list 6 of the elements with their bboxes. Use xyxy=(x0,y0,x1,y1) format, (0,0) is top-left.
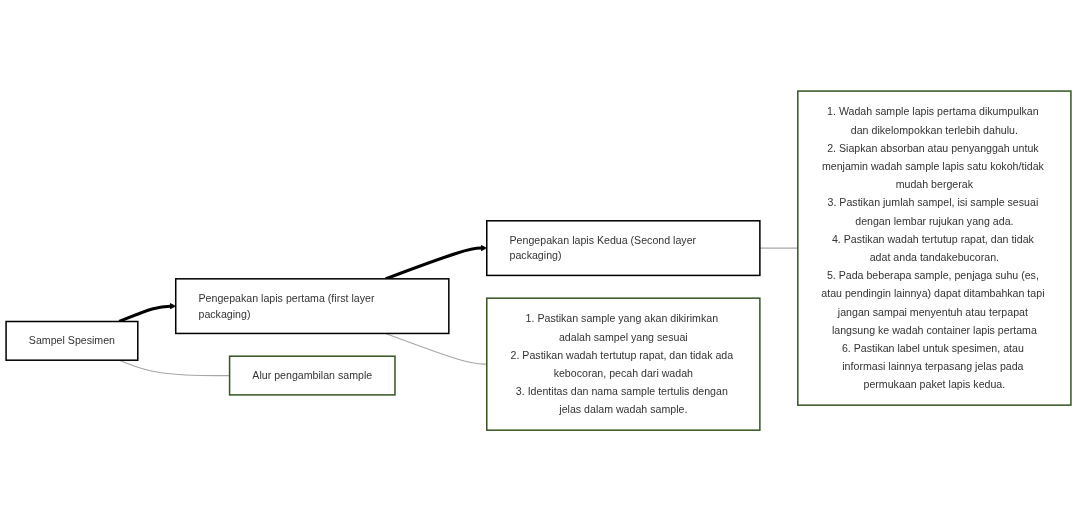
node-box: 1. Pastikan sample yang akan dikirimkan adalah sampel yang sesuai 2. Pastikan wadah tertutup rapat, dan tidak ada kebocoran, pecah dari wadah 3. Identitas dan nama sample tertulis dengan jelas dalam wadah sample. xyxy=(486,297,761,432)
node-box: Pengepakan lapis Kedua (Second layer packaging) xyxy=(486,220,761,277)
node-box: 1. Wadah sample lapis pertama dikumpulkan dan dikelompokkan terlebih dahulu. 2. Siapkan absorban atau penyanggah untuk menjamin wadah sample lapis satu kokoh/tidak mudah bergerak 3. Pastikan jumlah sampel, isi sample sesuai dengan lembar rujukan yang ada. 4. Pastikan wadah tertutup rapat, dan tidak adat anda tandakebucoran. 5. Pada beberapa sample, penjaga suhu (es, atau pendingin lainnya) dapat ditambahkan tapi jangan sampai menyentuh atau terpapat langsung ke wadah container lapis pertama 6. Pastikan label untuk spesimen, atau informasi lainnya terpasang jelas pada permukaan paket lapis kedua. xyxy=(797,90,1072,407)
node-box: Sampel Spesimen xyxy=(5,321,139,362)
node-box: Pengepakan lapis pertama (first layer packaging) xyxy=(174,278,450,335)
node-box: Alur pengambilan sample xyxy=(228,355,396,397)
